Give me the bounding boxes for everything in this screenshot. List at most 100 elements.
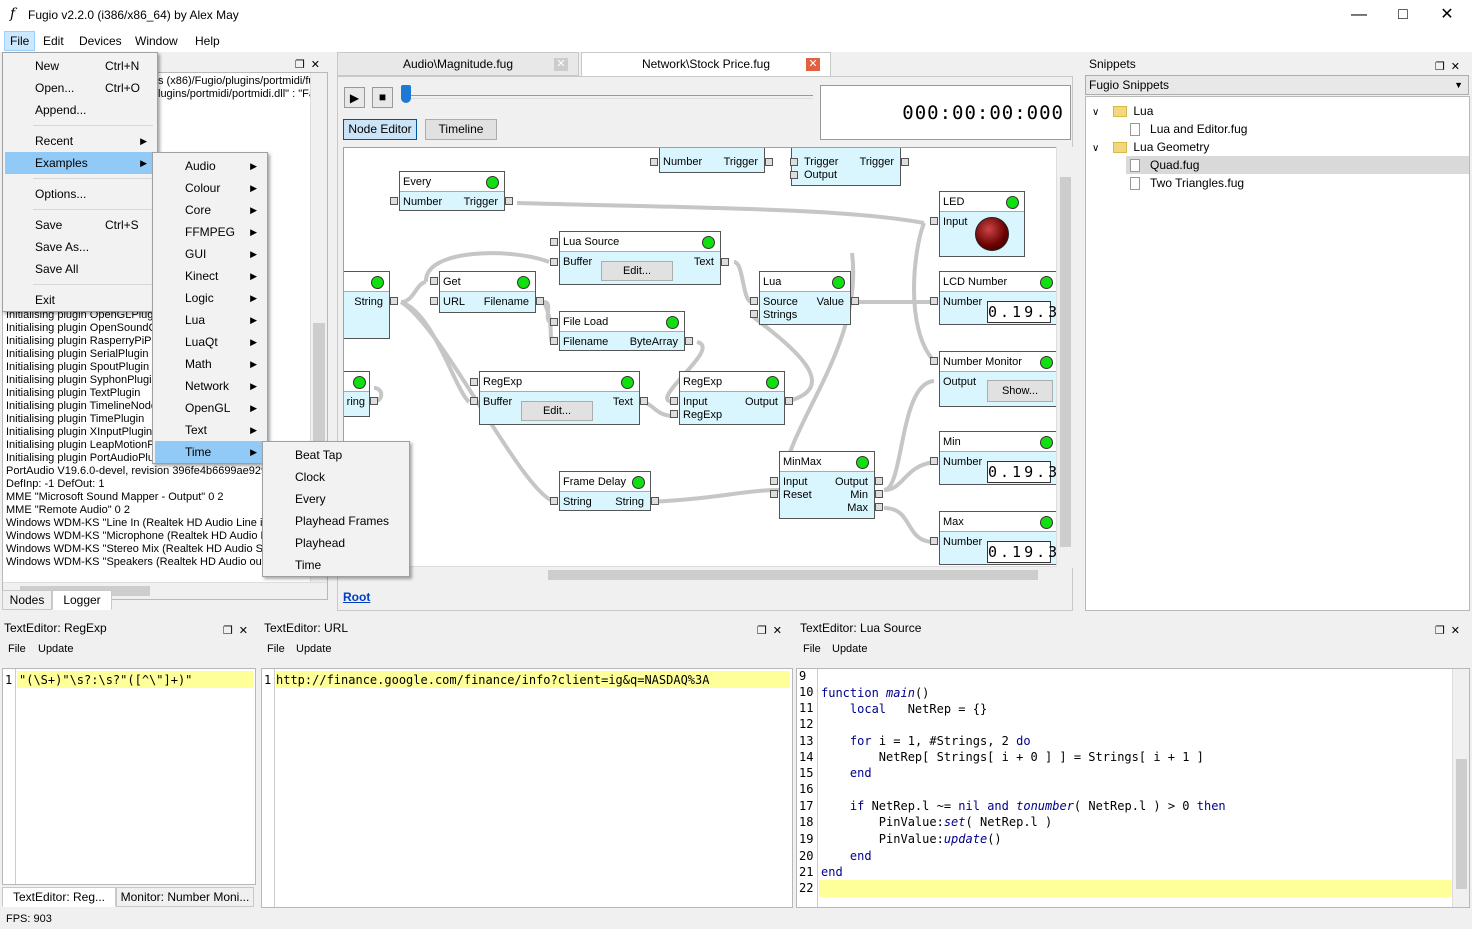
output-pin[interactable] xyxy=(901,158,909,166)
output-pin[interactable] xyxy=(875,490,883,498)
input-pin[interactable] xyxy=(770,477,778,485)
timeline-slider[interactable] xyxy=(403,95,813,99)
menu-item-playhead-frames[interactable]: Playhead Frames xyxy=(295,514,390,528)
menu-item-save-as[interactable]: Save As... xyxy=(5,236,155,258)
menu-item-colour[interactable]: Colour▶ xyxy=(155,177,265,199)
input-pin[interactable] xyxy=(670,410,678,418)
output-pin[interactable] xyxy=(505,197,513,205)
scroll-thumb[interactable] xyxy=(548,570,1038,580)
menu-item-math[interactable]: Math▶ xyxy=(155,353,265,375)
input-pin[interactable] xyxy=(790,171,798,179)
root-breadcrumb-link[interactable]: Root xyxy=(343,590,371,604)
output-pin[interactable] xyxy=(721,258,729,266)
input-pin[interactable] xyxy=(550,337,558,345)
input-pin[interactable] xyxy=(550,318,558,326)
lua-vscroll[interactable] xyxy=(1452,669,1469,907)
node-max[interactable]: Max Number 0.19.3 xyxy=(939,511,1056,565)
input-pin[interactable] xyxy=(390,197,398,205)
node-file-load[interactable]: File Load Filename ByteArray xyxy=(559,311,685,351)
menu-item-time-node[interactable]: Time xyxy=(295,558,322,572)
node-get[interactable]: Get URL Filename xyxy=(439,271,536,313)
output-pin[interactable] xyxy=(785,397,793,405)
input-pin[interactable] xyxy=(930,217,938,225)
node-regexp-2[interactable]: RegExp Input RegExp Output xyxy=(679,371,785,425)
input-pin[interactable] xyxy=(550,238,558,246)
lua-update-button[interactable]: Update xyxy=(832,643,868,655)
node-lcd-number[interactable]: LCD Number Number 0.19.3 xyxy=(939,271,1056,325)
input-pin[interactable] xyxy=(550,258,558,266)
menu-item-open[interactable]: Open...Ctrl+O xyxy=(5,77,155,99)
close-tab-icon[interactable]: ✕ xyxy=(806,58,820,71)
output-pin[interactable] xyxy=(640,397,648,405)
node-graph-canvas[interactable]: Every Number Trigger Number Trigger Trig… xyxy=(343,147,1057,568)
stop-button[interactable]: ■ xyxy=(372,87,393,108)
url-file-menu[interactable]: File xyxy=(267,643,285,655)
menu-item-text[interactable]: Text▶ xyxy=(155,419,265,441)
output-pin[interactable] xyxy=(685,337,693,345)
edit-button[interactable]: Edit... xyxy=(601,261,673,281)
menu-item-logic[interactable]: Logic▶ xyxy=(155,287,265,309)
output-pin[interactable] xyxy=(651,497,659,505)
node-led[interactable]: LED Input xyxy=(939,191,1025,257)
output-pin[interactable] xyxy=(851,297,859,305)
tree-item-two-triangles[interactable]: Two Triangles.fug xyxy=(1130,174,1244,192)
node-minmax[interactable]: MinMax Input Reset Output Min Max xyxy=(779,451,875,519)
menu-item-recent[interactable]: Recent▶ xyxy=(5,130,155,152)
output-pin[interactable] xyxy=(765,158,773,166)
input-pin[interactable] xyxy=(930,297,938,305)
input-pin[interactable] xyxy=(930,457,938,465)
input-pin[interactable] xyxy=(790,158,798,166)
menu-item-kinect[interactable]: Kinect▶ xyxy=(155,265,265,287)
node-top-2[interactable]: Trigger Trigger Output xyxy=(791,148,901,186)
menu-help[interactable]: Help xyxy=(195,34,220,48)
input-pin[interactable] xyxy=(750,310,758,318)
output-pin[interactable] xyxy=(390,297,398,305)
input-pin[interactable] xyxy=(670,397,678,405)
node-string-2[interactable]: ring xyxy=(344,371,370,417)
menu-item-luaqt[interactable]: LuaQt▶ xyxy=(155,331,265,353)
menu-edit[interactable]: Edit xyxy=(43,34,64,48)
tab-monitor-number[interactable]: Monitor: Number Moni... xyxy=(116,887,254,907)
lua-code-editor[interactable]: 9 10 11 12 13 14 15 16 17 18 19 20 21 22… xyxy=(796,668,1470,908)
url-update-button[interactable]: Update xyxy=(296,643,332,655)
input-pin[interactable] xyxy=(550,497,558,505)
node-frame-delay[interactable]: Frame Delay String String xyxy=(559,471,651,511)
url-code-editor[interactable]: 1 http://finance.google.com/finance/info… xyxy=(261,668,793,908)
tree-item-lua-and-editor[interactable]: Lua and Editor.fug xyxy=(1130,120,1247,138)
snippets-combo[interactable]: Fugio Snippets ▼ xyxy=(1085,75,1469,95)
timeline-button[interactable]: Timeline xyxy=(425,119,497,140)
tab-nodes[interactable]: Nodes xyxy=(2,590,52,610)
menu-item-gui[interactable]: GUI▶ xyxy=(155,243,265,265)
tab-logger[interactable]: Logger xyxy=(52,590,112,610)
menu-item-save-all[interactable]: Save All xyxy=(5,258,155,280)
node-number-monitor[interactable]: Number Monitor Output Show... xyxy=(939,351,1056,407)
menu-item-beat-tap[interactable]: Beat Tap xyxy=(295,448,343,462)
menu-item-append[interactable]: Append... xyxy=(5,99,155,121)
output-pin[interactable] xyxy=(875,477,883,485)
node-every[interactable]: Every Number Trigger xyxy=(399,171,505,211)
close-button[interactable]: ✕ xyxy=(1440,6,1454,23)
input-pin[interactable] xyxy=(930,537,938,545)
menu-item-clock[interactable]: Clock xyxy=(295,470,326,484)
play-button[interactable]: ▶ xyxy=(344,87,365,108)
input-pin[interactable] xyxy=(770,490,778,498)
file-tab-magnitude[interactable]: Audio\Magnitude.fug ✕ xyxy=(337,52,579,76)
input-pin[interactable] xyxy=(430,277,438,285)
regexp-file-menu[interactable]: File xyxy=(8,643,26,655)
node-lua-source[interactable]: Lua Source Buffer Text Edit... xyxy=(559,231,721,285)
output-pin[interactable] xyxy=(875,503,883,511)
input-pin[interactable] xyxy=(650,158,658,166)
scroll-thumb[interactable] xyxy=(1060,177,1071,547)
dock-buttons[interactable]: ❐✕ xyxy=(1434,625,1466,637)
menu-item-audio[interactable]: Audio▶ xyxy=(155,155,265,177)
tree-item-lua-geometry[interactable]: ∨ Lua Geometry xyxy=(1092,138,1209,156)
menu-devices[interactable]: Devices xyxy=(79,34,122,48)
node-lua[interactable]: Lua Source Strings Value xyxy=(759,271,851,325)
minimize-button[interactable]: — xyxy=(1351,6,1367,23)
node-regexp-1[interactable]: RegExp Buffer Text Edit... xyxy=(479,371,640,425)
menu-item-core[interactable]: Core▶ xyxy=(155,199,265,221)
tab-texteditor-regexp[interactable]: TextEditor: Reg... xyxy=(2,887,116,907)
tree-item-quad[interactable]: Quad.fug xyxy=(1126,156,1469,174)
menu-item-playhead[interactable]: Playhead xyxy=(295,536,346,550)
regexp-update-button[interactable]: Update xyxy=(38,643,74,655)
